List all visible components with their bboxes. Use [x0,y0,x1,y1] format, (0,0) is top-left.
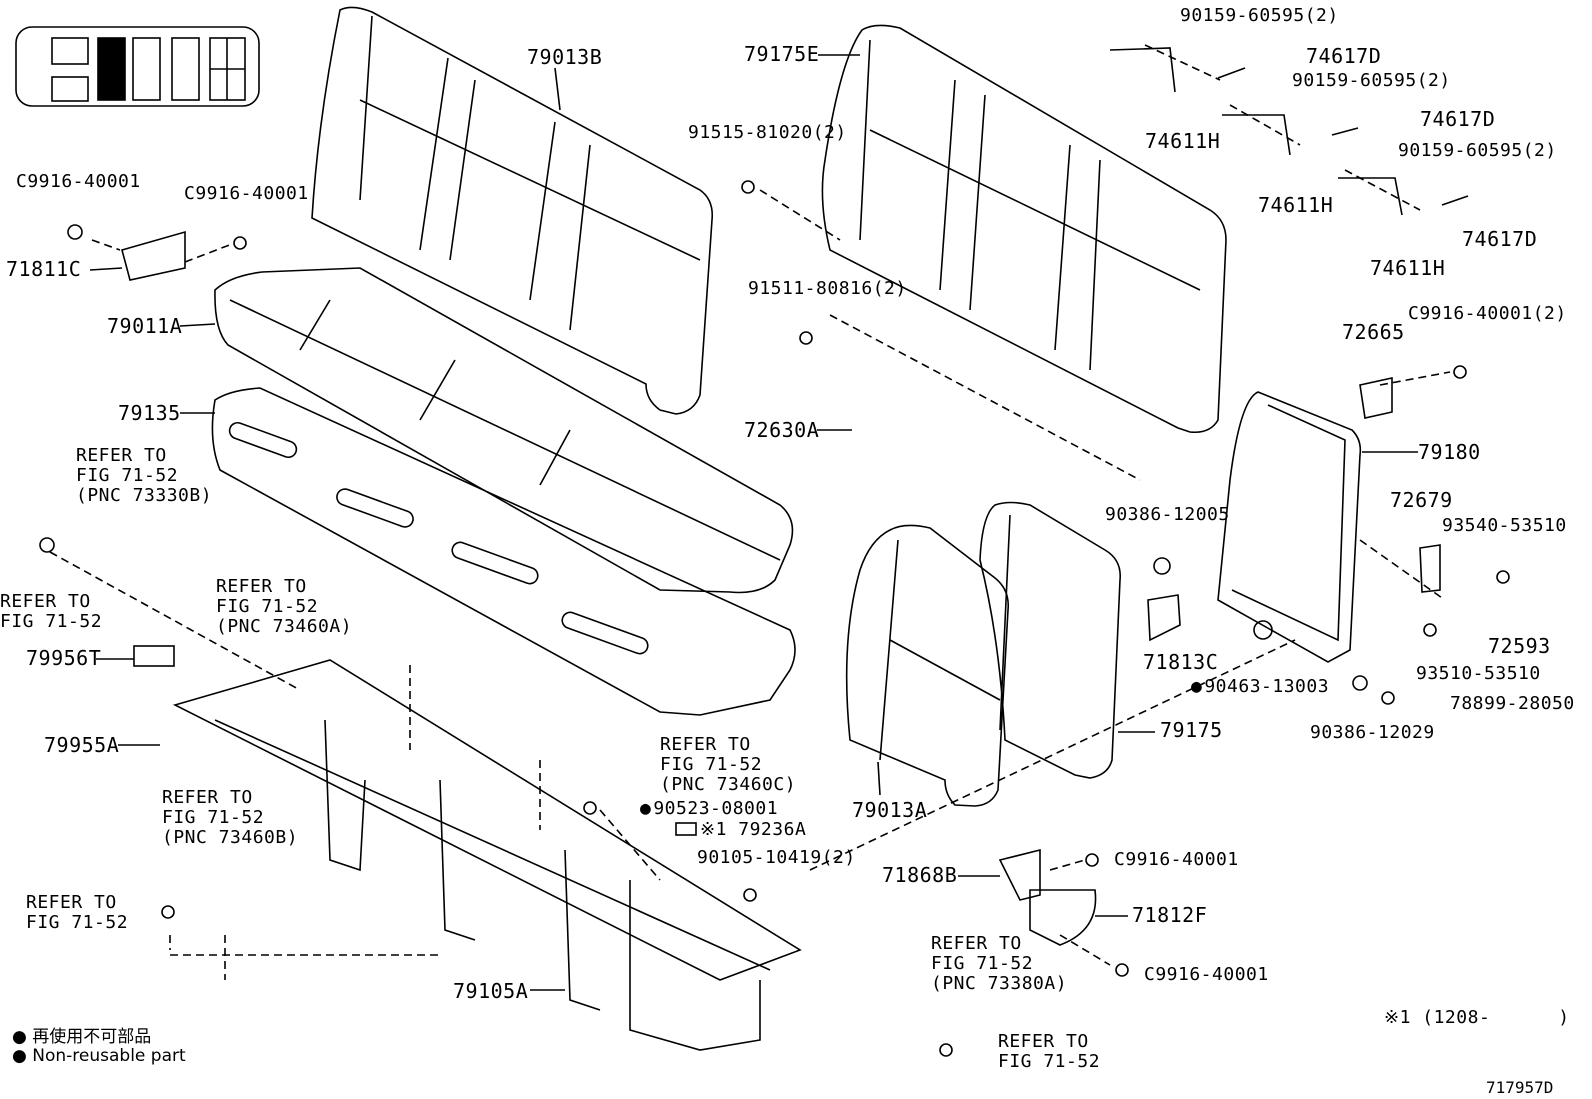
label-90463-13003: 90463-13003 [1191,677,1329,697]
label-refer-bottom-right: REFER TO FIG 71-52 [998,1031,1101,1072]
label-74611h-b: 74611H [1258,193,1334,217]
label-footnote-1: ※1 (1208- ) [1384,1007,1570,1028]
label-79955a: 79955A [44,733,120,757]
label-refer-bottom-left: REFER TO FIG 71-52 [26,892,129,933]
label-79180: 79180 [1418,440,1481,464]
label-79175e: 79175E [744,42,820,66]
label-79013b: 79013B [527,45,603,69]
label-74611h-c: 74611H [1370,256,1446,280]
seatback-79013a [845,524,1010,807]
label-refer-73460c: REFER TO FIG 71-52 (PNC 73460C) [660,734,797,795]
label-c9916-40001-b: C9916-40001 [184,183,309,204]
label-72679: 72679 [1390,488,1453,512]
label-90159-a: 90159-60595(2) [1180,5,1339,26]
frame-79180 [1217,391,1362,663]
label-93540-53510: 93540-53510 [1442,515,1567,536]
seatback-79013b [311,6,714,415]
label-74617d-b: 74617D [1420,107,1496,131]
legend-jp: ● 再使用不可部品 [12,1027,152,1047]
base-79105a [172,659,802,1051]
label-c9916-40001-a: C9916-40001 [16,171,141,192]
label-72630a: 72630A [744,418,820,442]
label-71811c: 71811C [6,257,82,281]
label-refer-73330b: REFER TO FIG 71-52 (PNC 73330B) [76,445,213,506]
label-71813c: 71813C [1143,650,1219,674]
label-79135: 79135 [118,401,181,425]
label-91515-81020: 91515-81020(2) [688,122,847,143]
label-79105a: 79105A [453,979,529,1003]
label-90386-12005: 90386-12005 [1105,504,1230,525]
seatback-79175e [821,24,1227,434]
label-72593: 72593 [1488,634,1551,658]
label-71812f: 71812F [1132,903,1208,927]
legend-jp-text: 再使用不可部品 [32,1027,152,1047]
label-90386-12029: 90386-12029 [1310,722,1435,743]
label-79236a: ※1 79236A [700,819,807,840]
label-90159-b: 90159-60595(2) [1292,70,1451,91]
label-74617d-a: 74617D [1306,44,1382,68]
label-74611h-a: 74611H [1145,129,1221,153]
label-78899-28050: 78899-28050 [1450,693,1575,714]
legend-en-text: Non-reusable part [32,1046,186,1066]
label-91511-80816: 91511-80816(2) [748,278,907,299]
label-90523-08001: 90523-08001 [640,799,778,819]
cushion-79135 [211,387,796,716]
label-79175: 79175 [1160,718,1223,742]
label-c9916-40001-c: C9916-40001 [1114,849,1239,870]
label-refer-73460a: REFER TO FIG 71-52 (PNC 73460A) [216,576,353,637]
seatback-79175 [979,501,1122,779]
label-74617d-c: 74617D [1462,227,1538,251]
cushion-79011a [214,267,794,594]
vehicle-locator-icon [15,26,260,107]
label-refer-73380a: REFER TO FIG 71-52 (PNC 73380A) [931,933,1068,994]
label-refer-73460b: REFER TO FIG 71-52 (PNC 73460B) [162,787,299,848]
label-79013a: 79013A [852,798,928,822]
label-93510-53510: 93510-53510 [1416,663,1541,684]
label-refer-left: REFER TO FIG 71-52 [0,591,103,632]
label-c9916-40001-2: C9916-40001(2) [1408,303,1567,324]
label-90159-c: 90159-60595(2) [1398,140,1557,161]
figure-code: 717957D [1486,1078,1554,1097]
label-79011a: 79011A [107,314,183,338]
label-79956t: 79956T [26,646,102,670]
label-c9916-40001-d: C9916-40001 [1144,964,1269,985]
label-71868b: 71868B [882,863,958,887]
label-90105-10419: 90105-10419(2) [697,847,856,868]
legend-en: ● Non-reusable part [12,1046,186,1066]
label-72665: 72665 [1342,320,1405,344]
